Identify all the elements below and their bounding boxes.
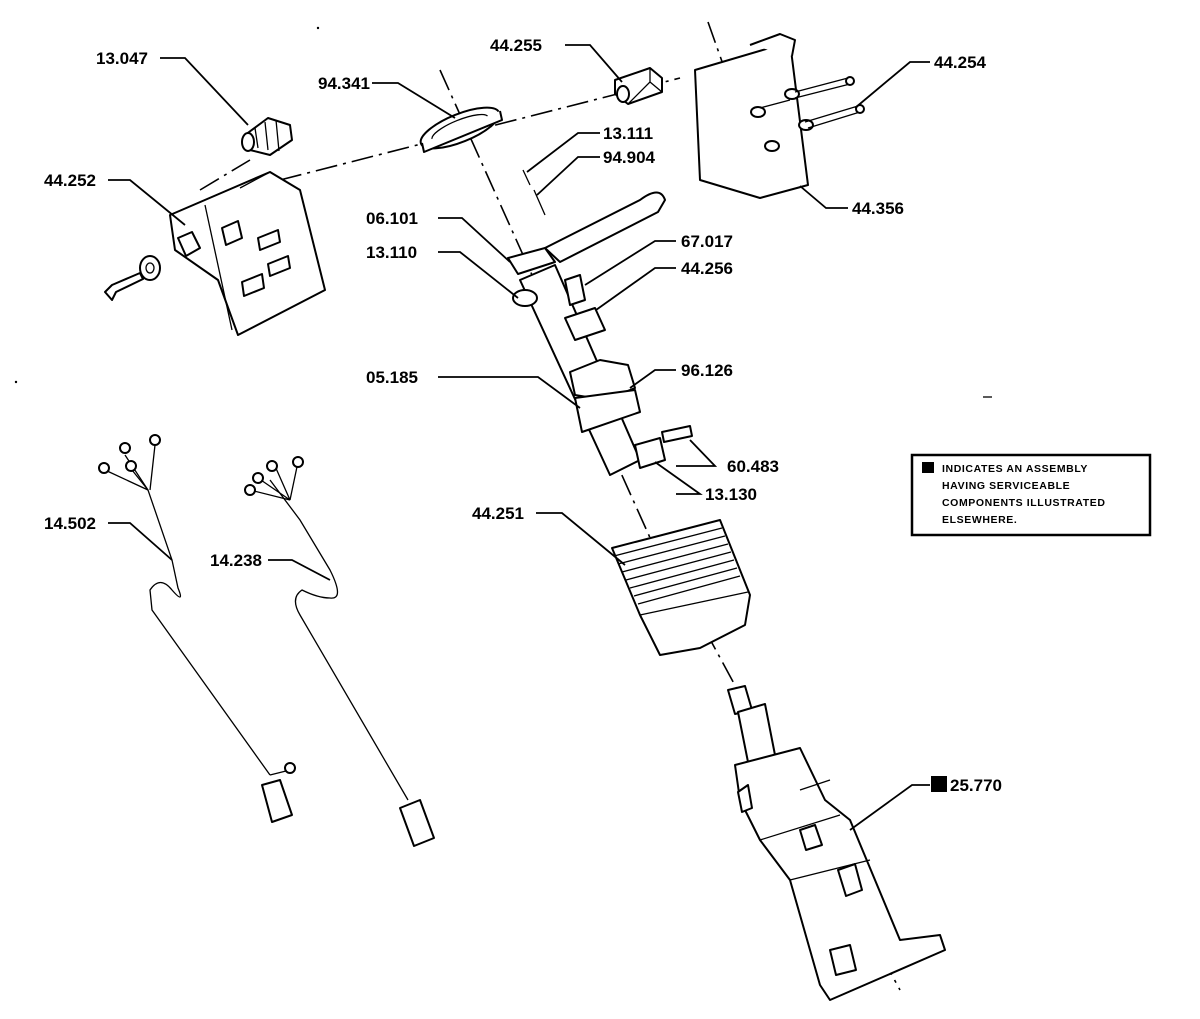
part-44356-cover-plate xyxy=(694,33,814,199)
label-14238: 14.238 xyxy=(210,551,262,570)
part-14502-harness xyxy=(98,434,296,823)
part-94341-ring xyxy=(419,106,503,153)
label-13047: 13.047 xyxy=(96,49,148,68)
part-shaft-assembly xyxy=(512,264,693,476)
part-13111-pin xyxy=(522,169,546,216)
part-44251-bellows xyxy=(611,519,751,656)
label-44255: 44.255 xyxy=(490,36,542,55)
label-44256: 44.256 xyxy=(681,259,733,278)
part-washer-screw xyxy=(104,255,161,301)
label-44251: 44.251 xyxy=(472,504,524,523)
label-94341: 94.341 xyxy=(318,74,370,93)
label-06101: 06.101 xyxy=(366,209,418,228)
label-96126: 96.126 xyxy=(681,361,733,380)
legend-line-2: HAVING SERVICEABLE xyxy=(942,480,1070,492)
label-94904: 94.904 xyxy=(603,148,656,167)
part-44255-clip xyxy=(614,67,663,105)
assembly-marker-25770 xyxy=(931,776,947,792)
label-67017: 67.017 xyxy=(681,232,733,251)
label-13111: 13.111 xyxy=(603,124,653,143)
stray-dot xyxy=(14,380,18,384)
stray-dot-2 xyxy=(316,26,320,30)
label-44254: 44.254 xyxy=(934,53,987,72)
part-44252-bracket xyxy=(169,171,326,336)
legend-line-3: COMPONENTS ILLUSTRATED xyxy=(942,497,1106,509)
label-13130: 13.130 xyxy=(705,485,757,504)
leader-lines xyxy=(108,44,930,831)
legend-line-4: ELSEWHERE. xyxy=(942,514,1017,526)
legend-marker xyxy=(922,462,934,473)
part-25770-column-assembly xyxy=(727,685,946,1001)
label-44252: 44.252 xyxy=(44,171,96,190)
legend-box: INDICATES AN ASSEMBLY HAVING SERVICEABLE… xyxy=(910,453,1152,537)
part-44254-screws xyxy=(759,76,865,129)
legend-line-1: INDICATES AN ASSEMBLY xyxy=(942,463,1088,475)
part-13047-knob xyxy=(241,117,293,156)
label-05185: 05.185 xyxy=(366,368,418,387)
label-44356: 44.356 xyxy=(852,199,904,218)
bracket-axis-line xyxy=(199,159,251,191)
label-60483: 60.483 xyxy=(727,457,779,476)
label-25770: 25.770 xyxy=(950,776,1002,795)
part-14238-harness xyxy=(244,456,435,847)
label-13110: 13.110 xyxy=(366,243,417,262)
label-14502: 14.502 xyxy=(44,514,96,533)
part-06101-lever xyxy=(507,191,666,275)
